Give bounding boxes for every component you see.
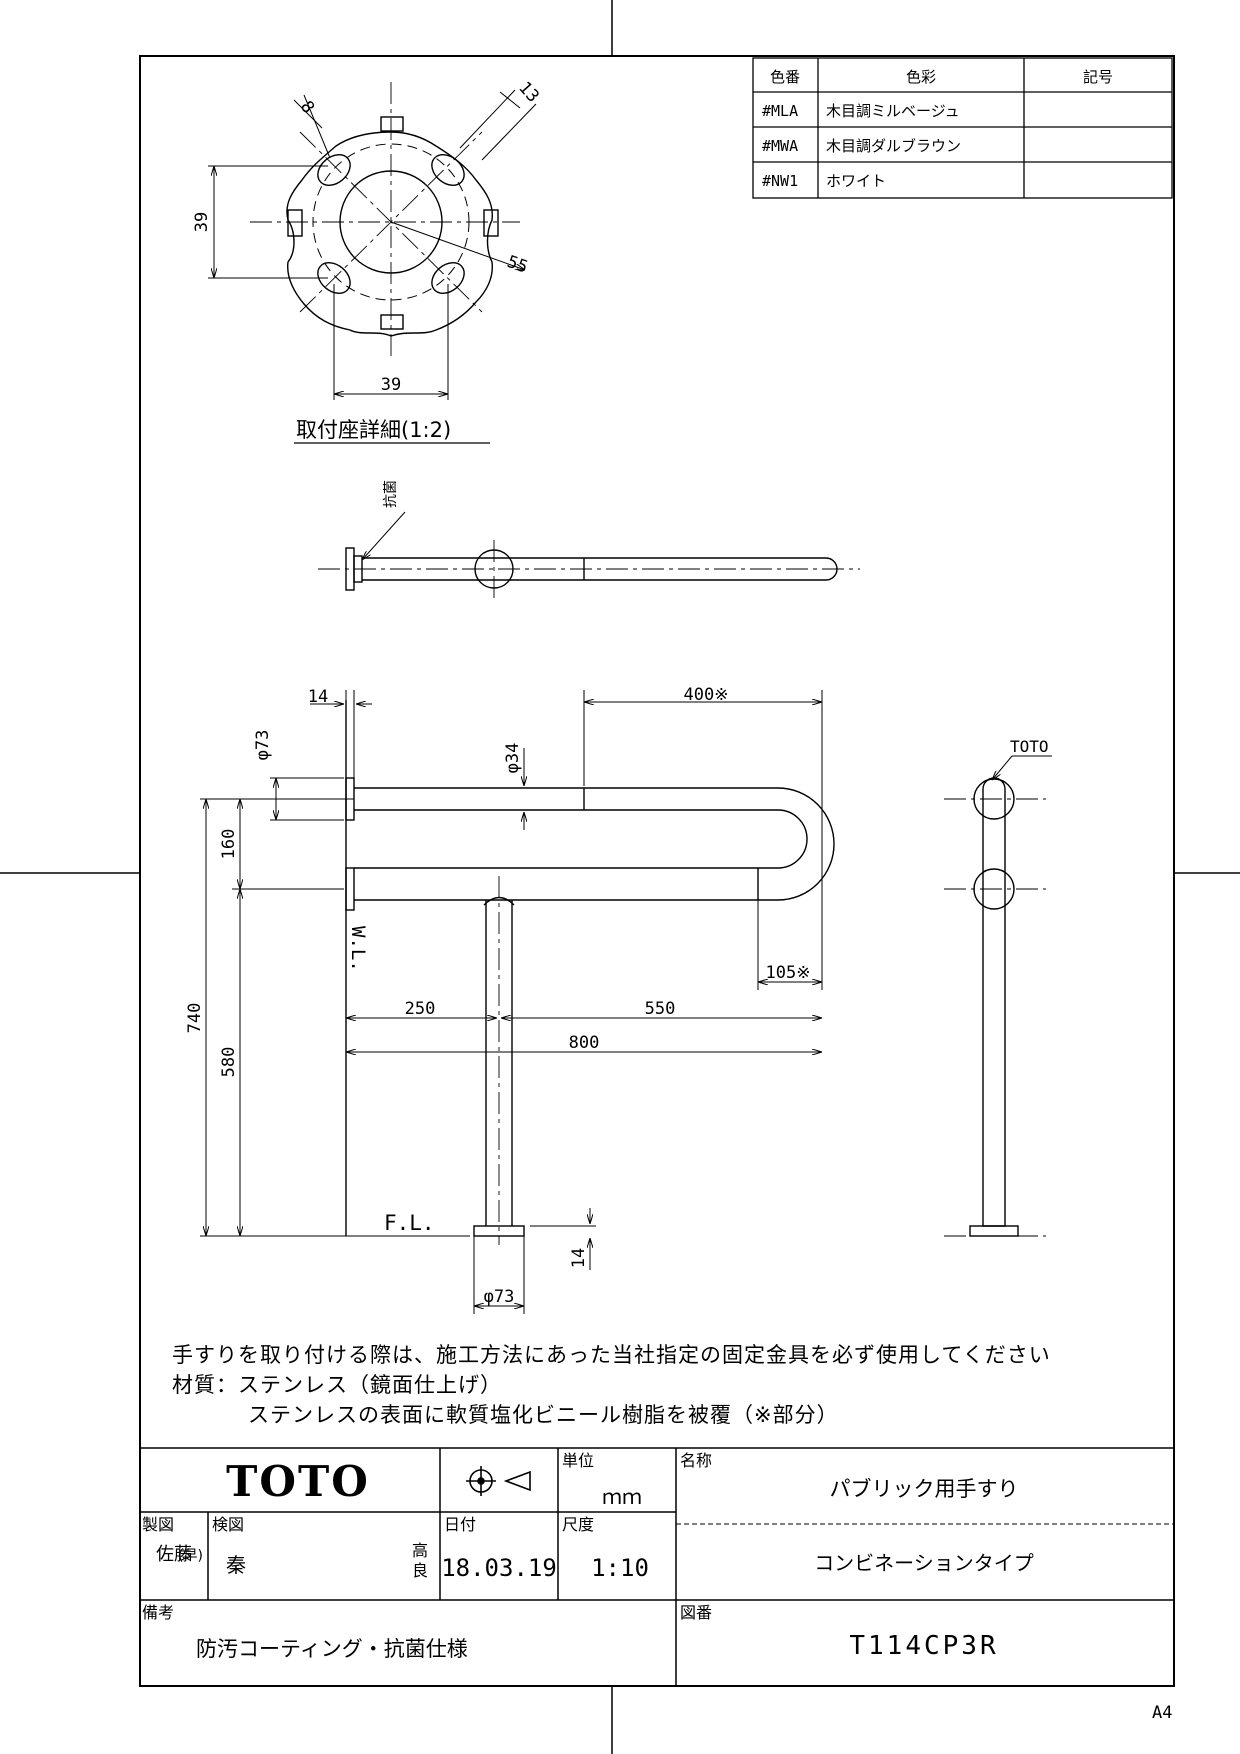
- color-code: #MWA: [762, 137, 798, 155]
- name-label: 名称: [680, 1451, 712, 1470]
- color-name: 木目調ダルブラウン: [826, 137, 961, 155]
- note-material: 材質：ステンレス（鏡面仕上げ）: [172, 1373, 502, 1397]
- floor-line-label: F.L.: [384, 1211, 435, 1235]
- dim-spacing: 160: [219, 829, 239, 860]
- mount-detail: 8 13 39 39 55 取付座詳細(1:2): [192, 78, 543, 444]
- color-table-header-color: 色彩: [906, 68, 936, 86]
- title-block: TOTO 単位 ｍｍ 名称 パブリック用手すり コンビネーションタイプ 製図 佐…: [140, 1447, 1174, 1686]
- dim-mount-height: 39: [192, 212, 212, 232]
- checked-by: 秦: [226, 1553, 246, 1577]
- dim-foot-thickness: 14: [569, 1248, 589, 1268]
- drawing-number: T114CP3R: [849, 1631, 998, 1661]
- checked-label: 検図: [212, 1515, 244, 1534]
- color-table-header-mark: 記号: [1083, 68, 1113, 86]
- dim-pipe-diameter: φ34: [503, 743, 523, 774]
- scale-label: 尺度: [562, 1515, 594, 1534]
- front-view: 14 φ73 φ34 400※ 105※ 160 740 580 250 550…: [185, 685, 835, 1314]
- right-view: TOTO: [944, 737, 1052, 1237]
- note-installation: 手すりを取り付ける際は、施工方法にあった当社指定の固定金具を必ず使用してください: [172, 1343, 1051, 1367]
- wall-line-label: W.L.: [347, 926, 369, 972]
- dim-total: 800: [569, 1033, 600, 1053]
- unit-value: ｍｍ: [602, 1485, 642, 1509]
- color-name: ホワイト: [826, 172, 886, 190]
- remarks-text: 防汚コーティング・抗菌仕様: [196, 1637, 468, 1661]
- approved-by-1: 高: [412, 1541, 428, 1560]
- drawing-number-label: 図番: [680, 1603, 712, 1622]
- dim-flange-diameter: φ73: [253, 730, 273, 761]
- color-table-header-code: 色番: [770, 68, 800, 86]
- dim-total-height: 740: [185, 1003, 205, 1034]
- antibacterial-label: 抗菌: [383, 480, 399, 508]
- dim-foot-diameter: φ73: [484, 1287, 515, 1307]
- dim-mount-diameter: 55: [504, 252, 530, 278]
- projection-symbol: [466, 1466, 531, 1496]
- drawn-by: 佐藤: [156, 1544, 192, 1565]
- scale-value: 1:10: [591, 1554, 649, 1582]
- drawn-by-mark: (早): [178, 1548, 203, 1564]
- dim-end-length: 105※: [766, 963, 811, 983]
- color-code: #MLA: [762, 102, 798, 120]
- side-view: 抗菌: [318, 480, 860, 600]
- date-label: 日付: [444, 1515, 476, 1534]
- dim-flange-thickness: 14: [308, 687, 328, 707]
- color-name: 木目調ミルベージュ: [826, 102, 960, 120]
- mount-detail-caption: 取付座詳細(1:2): [296, 418, 451, 442]
- dim-top-length: 400※: [684, 685, 729, 705]
- color-code: #NW1: [762, 172, 798, 190]
- product-subname: コンビネーションタイプ: [814, 1551, 1034, 1575]
- dim-mount-width: 39: [381, 375, 401, 395]
- drawn-label: 製図: [142, 1515, 174, 1534]
- note-coating: ステンレスの表面に軟質塩化ビニール樹脂を被覆（※部分）: [248, 1403, 839, 1427]
- remarks-label: 備考: [142, 1603, 174, 1622]
- dim-right: 550: [645, 999, 676, 1019]
- dim-rail-height: 580: [219, 1047, 239, 1078]
- toto-logo: TOTO: [226, 1457, 370, 1506]
- dim-slot: 13: [514, 78, 543, 107]
- unit-label: 単位: [562, 1451, 594, 1470]
- brand-pointer-label: TOTO: [1010, 737, 1049, 756]
- dim-hole: 8: [296, 97, 318, 117]
- paper-size: A4: [1152, 1703, 1172, 1723]
- approved-by-2: 良: [412, 1561, 428, 1580]
- color-table: 色番 色彩 記号 #MLA 木目調ミルベージュ #MWA 木目調ダルブラウン #…: [752, 57, 1173, 199]
- product-name: パブリック用手すり: [830, 1477, 1019, 1501]
- date-value: 18.03.19: [441, 1554, 557, 1582]
- dim-left: 250: [405, 999, 436, 1019]
